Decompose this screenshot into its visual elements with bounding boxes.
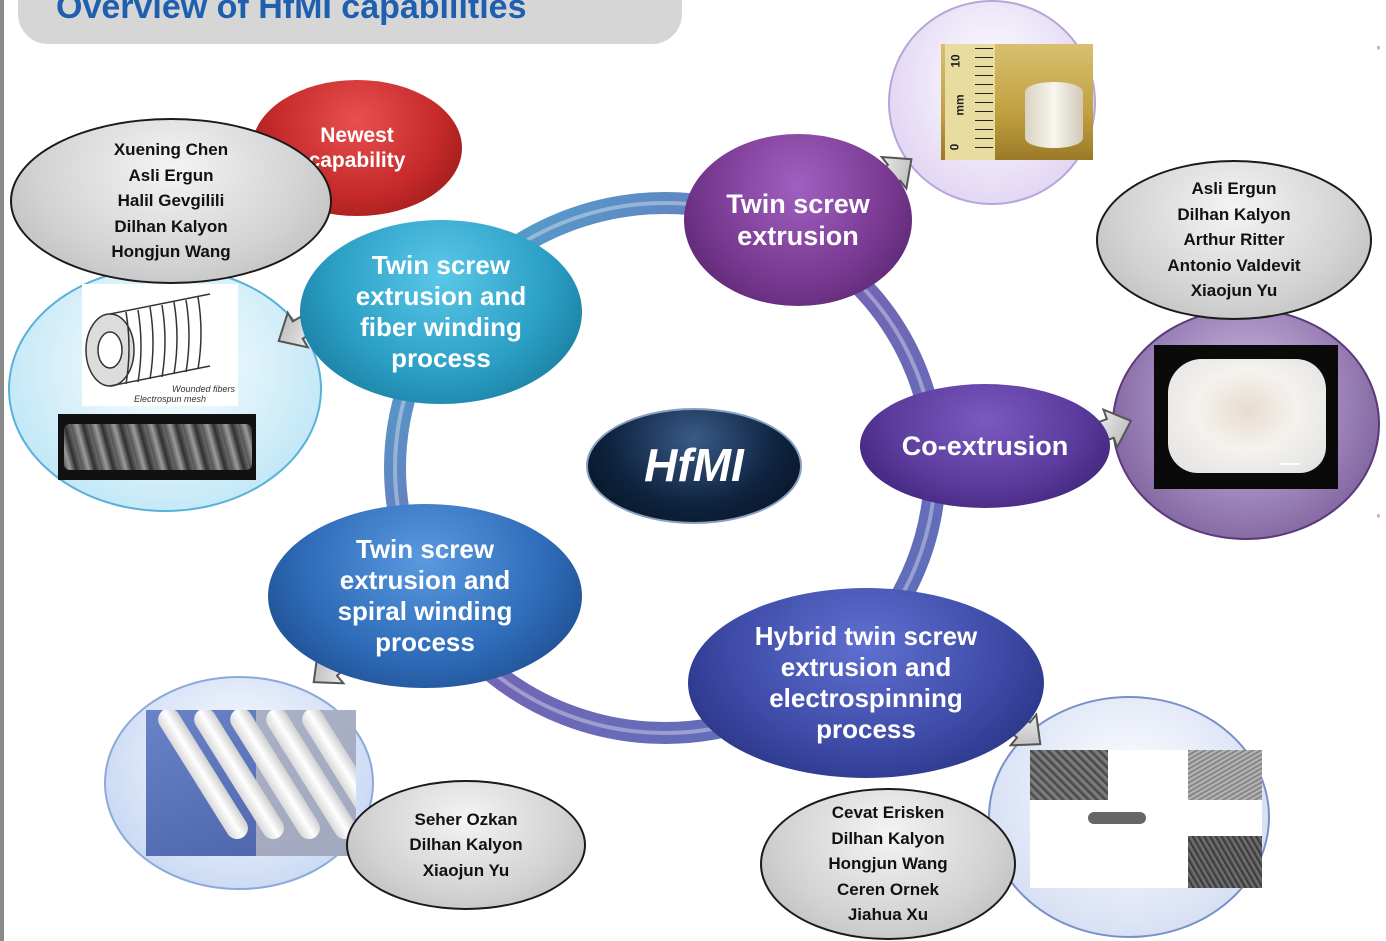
title-bar	[18, 0, 682, 44]
node-twin-screw-label: Twin screw extrusion	[726, 188, 870, 251]
sem-inset-top-right	[1188, 750, 1262, 800]
people-spiral-winding: Seher Ozkan Dilhan Kalyon Xiaojun Yu	[346, 780, 586, 910]
edge-mark-top: ‧	[1374, 33, 1383, 64]
ruler-ticks	[975, 48, 993, 156]
fiber-wound-schematic: Wounded fibers Electrospun mesh	[82, 284, 238, 406]
page-title: Overview of HfMI capabilities	[56, 0, 527, 26]
people-twin-screw: Asli Ergun Dilhan Kalyon Arthur Ritter A…	[1096, 160, 1372, 320]
people-fiber-winding: Xuening Chen Asli Ergun Halil Gevgilili …	[10, 118, 332, 284]
ruler-strip: 10 mm 0	[945, 44, 995, 160]
node-hybrid-label: Hybrid twin screw extrusion and electros…	[754, 620, 978, 745]
wound-tube-drawing	[85, 293, 211, 387]
scaffold-cylinder	[1025, 82, 1083, 148]
center-hfmi: HfMI	[586, 408, 802, 524]
scaffold-cylinder-photo: 10 mm 0	[941, 44, 1093, 160]
node-fiber-winding: Twin screw extrusion and fiber winding p…	[300, 220, 582, 404]
node-fiber-label: Twin screw extrusion and fiber winding p…	[355, 249, 527, 374]
node-spiral-winding: Twin screw extrusion and spiral winding …	[268, 504, 582, 688]
node-coextrusion: Co-extrusion	[860, 384, 1110, 508]
mesh-cross-section	[1088, 812, 1146, 824]
edge-mark-mid: ‧	[1374, 501, 1383, 532]
node-twin-screw-extrusion: Twin screw extrusion	[684, 134, 912, 306]
node-spiral-label: Twin screw extrusion and spiral winding …	[337, 533, 513, 658]
electrospun-sem-photo	[1030, 750, 1262, 888]
scale-bar	[1280, 463, 1300, 465]
newest-capability-label: Newest capability	[308, 123, 406, 172]
tubular-scaffolds-photo	[146, 710, 356, 856]
wound-fiber-texture	[64, 424, 252, 470]
left-edge-strip	[0, 0, 4, 941]
fiber-wound-photo	[58, 414, 256, 480]
coextrusion-cross-section-photo	[1154, 345, 1338, 489]
center-hfmi-label: HfMI	[644, 439, 744, 492]
sem-inset-bottom-right	[1188, 836, 1262, 888]
sem-inset-top-left	[1030, 750, 1108, 800]
node-coextrusion-label: Co-extrusion	[901, 430, 1069, 461]
people-hybrid: Cevat Erisken Dilhan Kalyon Hongjun Wang…	[760, 788, 1016, 940]
node-hybrid-electrospinning: Hybrid twin screw extrusion and electros…	[688, 588, 1044, 778]
label-wounded-fibers: Wounded fibers	[172, 384, 236, 394]
cross-section-shape	[1168, 359, 1326, 473]
label-electrospun-mesh: Electrospun mesh	[134, 394, 207, 404]
